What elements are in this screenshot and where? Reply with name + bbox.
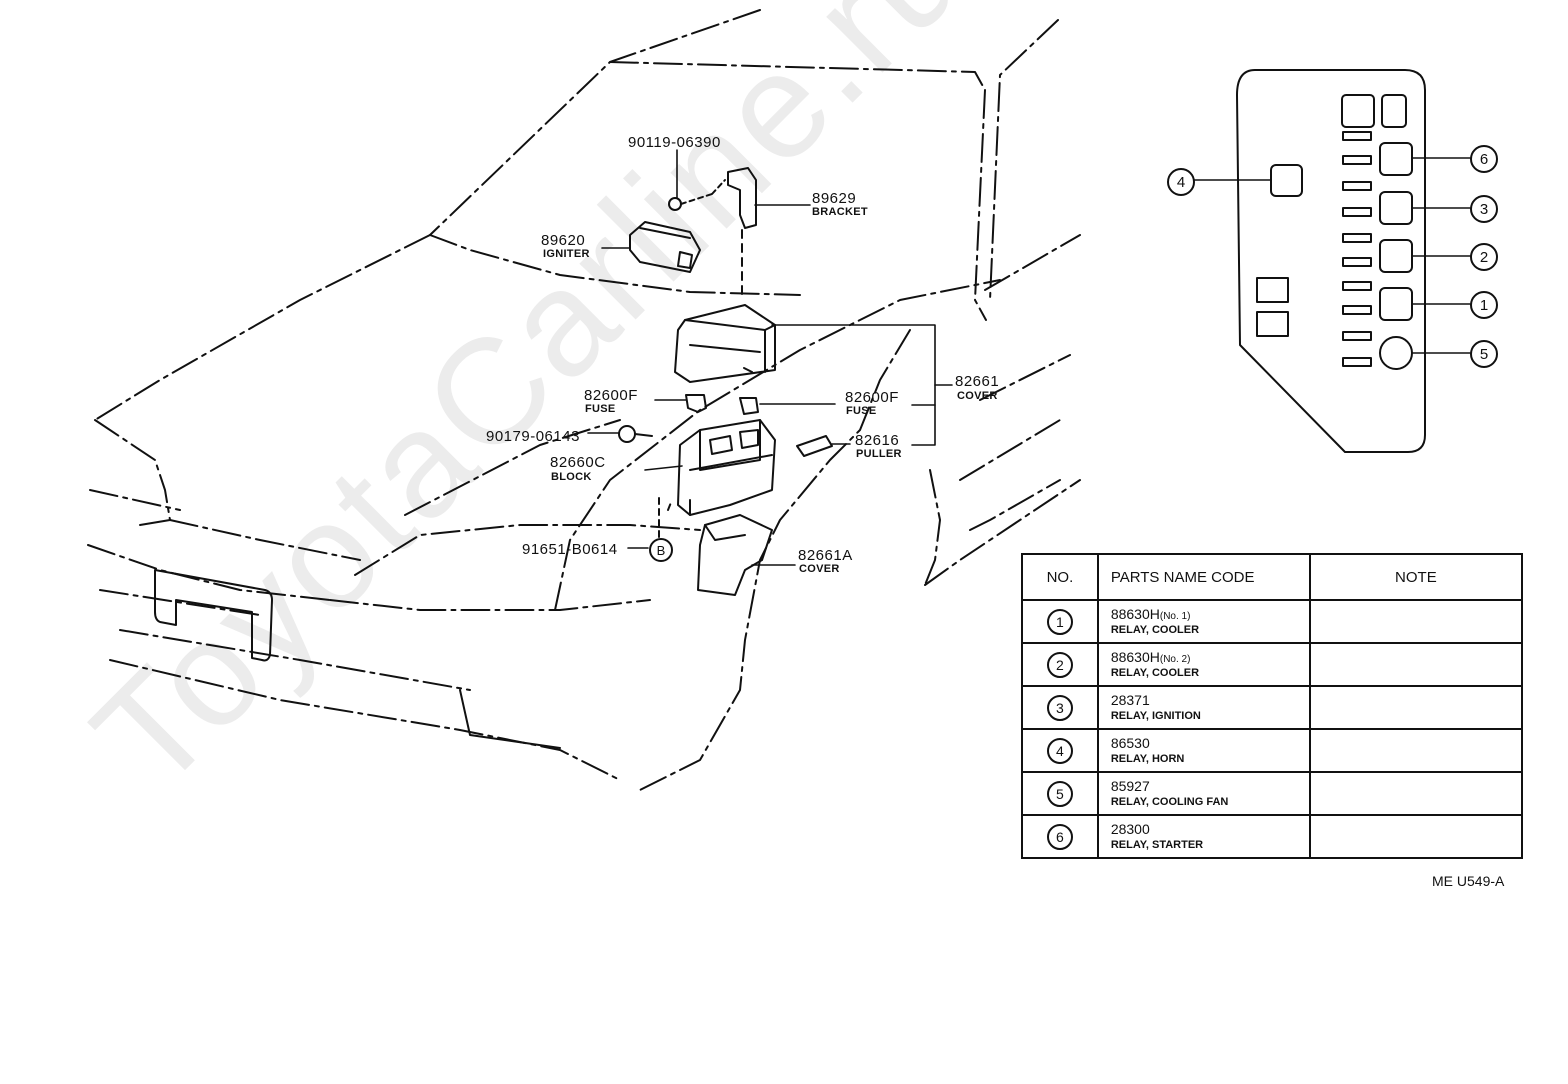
row-number: 3 xyxy=(1046,694,1073,721)
part-note xyxy=(1308,728,1524,773)
igniter-part xyxy=(629,221,701,273)
label-91651: 91651-B0614 xyxy=(522,541,618,558)
part-note xyxy=(1308,685,1524,730)
row-number: 5 xyxy=(1046,780,1073,807)
puller-82616 xyxy=(796,435,833,457)
front-grille xyxy=(139,519,561,749)
part-name: RELAY, HORN xyxy=(1110,753,1185,765)
header-no: NO. xyxy=(1021,553,1099,601)
cover-82661 xyxy=(674,304,776,383)
part-qualifier: (No. 1) xyxy=(1159,611,1191,622)
row-number: 1 xyxy=(1046,608,1073,635)
header-note: NOTE xyxy=(1308,553,1524,601)
label-82600f-right: 82600F xyxy=(845,389,899,406)
callout-6: 6 xyxy=(1470,145,1498,173)
label-82661a: 82661A xyxy=(798,547,853,564)
part-code: 88630H xyxy=(1110,649,1160,665)
part-name: RELAY, COOLING FAN xyxy=(1110,796,1229,808)
b-mark: B xyxy=(649,538,673,562)
label-82660c: 82660C xyxy=(550,454,606,471)
cover-82661a xyxy=(697,514,773,596)
part-code: 88630H xyxy=(1110,606,1160,622)
label-82661a-name: COVER xyxy=(799,563,840,575)
table-row: 6 28300 RELAY, STARTER xyxy=(1021,814,1524,859)
table-row: 3 28371 RELAY, IGNITION xyxy=(1021,685,1524,730)
fuse-left xyxy=(685,394,707,413)
label-82661: 82661 xyxy=(955,373,1000,390)
relay-slot-6 xyxy=(1379,142,1413,176)
part-name: RELAY, COOLER xyxy=(1110,667,1200,679)
part-name: RELAY, IGNITION xyxy=(1110,710,1201,722)
screw-90179 xyxy=(618,425,653,443)
table-row: 2 88630H(No. 2) RELAY, COOLER xyxy=(1021,642,1524,687)
fuse-right xyxy=(739,397,759,415)
label-89629-name: BRACKET xyxy=(812,206,868,218)
relay-slot-2 xyxy=(1379,239,1413,273)
label-89629: 89629 xyxy=(812,190,857,207)
part-qualifier: (No. 2) xyxy=(1159,654,1191,665)
relay-slot-5 xyxy=(1379,336,1413,370)
part-code: 28300 xyxy=(1110,821,1150,837)
callout-2: 2 xyxy=(1470,243,1498,271)
part-code: 85927 xyxy=(1110,778,1150,794)
bolt-90119 xyxy=(668,179,726,211)
row-number: 4 xyxy=(1046,737,1073,764)
part-name: RELAY, STARTER xyxy=(1110,839,1204,851)
row-number: 2 xyxy=(1046,651,1073,678)
relay-slot-4 xyxy=(1270,164,1303,197)
part-name: RELAY, COOLER xyxy=(1110,624,1200,636)
part-note xyxy=(1308,642,1524,687)
callout-1: 1 xyxy=(1470,291,1498,319)
label-90119: 90119-06390 xyxy=(628,134,721,151)
header-code: PARTS NAME CODE xyxy=(1096,553,1311,601)
label-90179: 90179-06143 xyxy=(486,428,580,445)
label-82600f-right-name: FUSE xyxy=(846,405,877,417)
callout-4: 4 xyxy=(1167,168,1195,196)
relay-slot-3 xyxy=(1379,191,1413,225)
table-header-row: NO. PARTS NAME CODE NOTE xyxy=(1021,553,1524,601)
label-82600f-left: 82600F xyxy=(584,387,638,404)
row-number: 6 xyxy=(1046,823,1073,850)
label-82660c-name: BLOCK xyxy=(551,471,592,483)
label-82616: 82616 xyxy=(855,432,900,449)
part-code: 86530 xyxy=(1110,735,1150,751)
parts-table: NO. PARTS NAME CODE NOTE 1 88630H(No. 1)… xyxy=(1021,553,1524,859)
table-row: 4 86530 RELAY, HORN xyxy=(1021,728,1524,773)
callout-3: 3 xyxy=(1470,195,1498,223)
label-89620: 89620 xyxy=(541,232,586,249)
diagram-reference: ME U549-A xyxy=(1432,873,1505,889)
relay-box-diagram xyxy=(1193,69,1471,453)
label-82600f-left-name: FUSE xyxy=(585,403,616,415)
part-note xyxy=(1308,599,1524,644)
bracket-part xyxy=(727,167,757,301)
callout-5: 5 xyxy=(1470,340,1498,368)
label-89620-name: IGNITER xyxy=(543,248,590,260)
label-82661-name: COVER xyxy=(957,390,998,402)
label-82616-name: PULLER xyxy=(856,448,902,460)
table-row: 5 85927 RELAY, COOLING FAN xyxy=(1021,771,1524,816)
block-82660c xyxy=(677,419,776,516)
leader-lines xyxy=(587,149,953,566)
part-note xyxy=(1308,771,1524,816)
part-code: 28371 xyxy=(1110,692,1150,708)
part-note xyxy=(1308,814,1524,859)
relay-slot-1 xyxy=(1379,287,1413,321)
table-row: 1 88630H(No. 1) RELAY, COOLER xyxy=(1021,599,1524,644)
